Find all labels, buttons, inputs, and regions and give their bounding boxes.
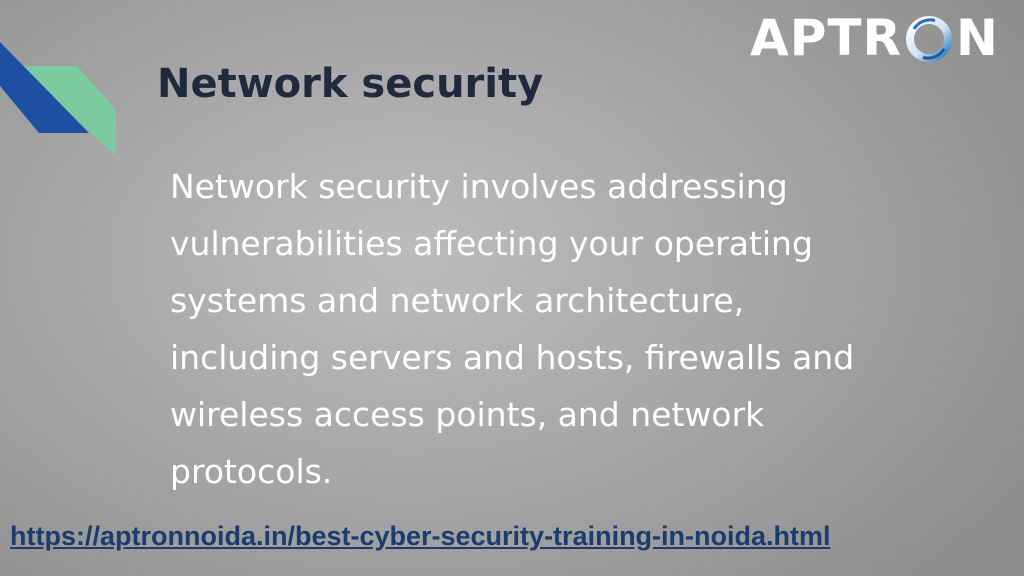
- slide-body: Network security involves addressing vul…: [170, 158, 970, 500]
- body-line: protocols.: [170, 452, 333, 491]
- aptron-logo: APTR N: [750, 8, 999, 68]
- slide-title: Network security: [157, 61, 544, 107]
- footer-url-link[interactable]: https://aptronnoida.in/best-cyber-securi…: [10, 521, 831, 551]
- accent-stripes-icon: [0, 42, 116, 156]
- logo-text-end: N: [955, 9, 999, 67]
- body-line: systems and network architecture,: [170, 281, 745, 320]
- body-line: wireless access points, and network: [170, 395, 765, 434]
- body-line: including servers and hosts, firewalls a…: [170, 338, 855, 377]
- logo-text-start: APTR: [750, 9, 902, 67]
- logo-ring-icon: [905, 16, 952, 62]
- accent-blue-stripe: [0, 42, 89, 133]
- body-line: Network security involves addressing: [170, 167, 788, 206]
- body-line: vulnerabilities affecting your operating: [170, 224, 813, 263]
